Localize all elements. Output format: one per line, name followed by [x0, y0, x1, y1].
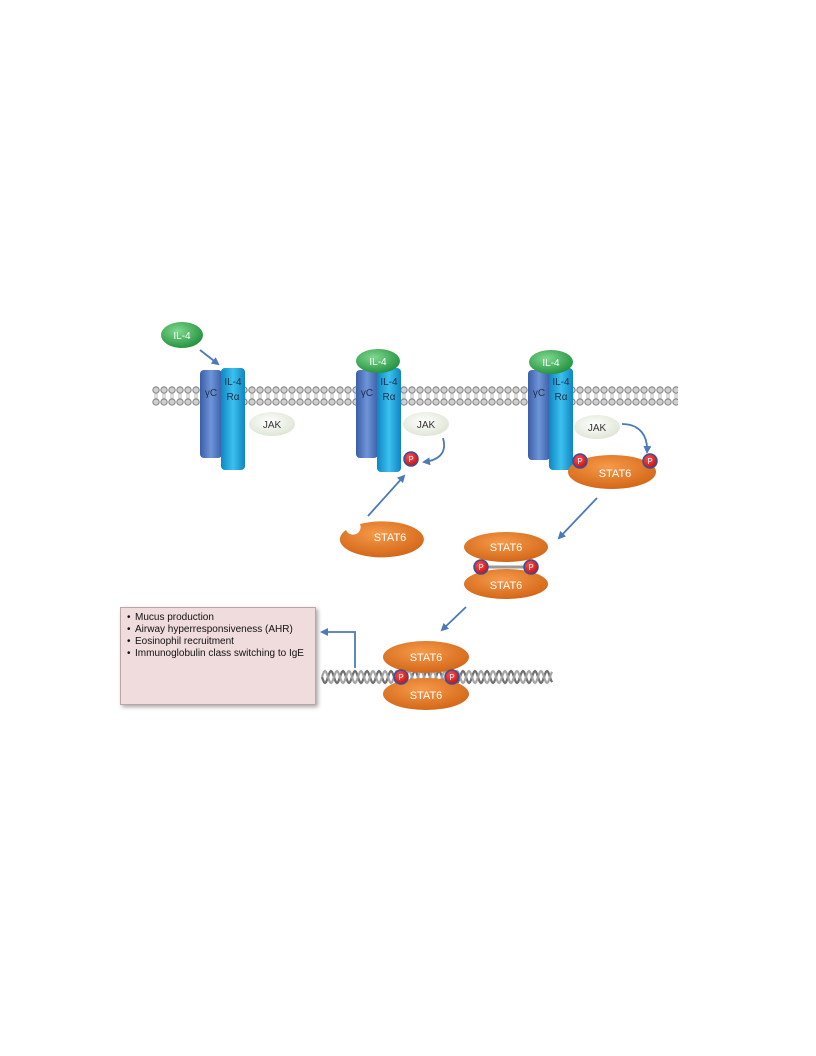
phospho-site — [444, 669, 460, 685]
phospho-label: P — [577, 457, 582, 466]
jak-label: JAK — [263, 420, 282, 431]
alpha-chain — [549, 368, 573, 470]
gamma-chain — [528, 370, 550, 460]
phospho-label: P — [408, 455, 413, 464]
receptor-complex-stat6-docked: γC IL-4 Rα IL-4 JAK STAT6 P P — [528, 350, 658, 489]
phospho-label: P — [528, 563, 533, 572]
jak-kinase — [249, 412, 295, 436]
stat6-monomer — [339, 521, 424, 558]
phospho-label: P — [647, 457, 652, 466]
phospho-site — [473, 559, 489, 575]
jak-label: JAK — [417, 420, 436, 431]
stat6-label: STAT6 — [599, 468, 632, 480]
outcome-item: Mucus production — [127, 612, 309, 624]
biological-outcomes-box: Mucus production Airway hyperresponsiven… — [120, 607, 316, 705]
phospho-site — [523, 559, 539, 575]
phosphorylation-arrow — [422, 437, 445, 466]
recruitment-arrow — [367, 474, 406, 517]
phospho-label: P — [478, 563, 483, 572]
alpha-chain-label-line1: IL-4 — [224, 377, 242, 388]
phospho-site — [403, 451, 419, 467]
phospho-label: P — [398, 673, 403, 682]
alpha-chain — [221, 368, 245, 470]
stat6-upper — [464, 532, 548, 562]
gamma-chain-label: γC — [533, 388, 545, 399]
receptor-complex-unbound: γC IL-4 Rα JAK IL-4 — [161, 322, 295, 470]
stat6-label: STAT6 — [490, 542, 523, 554]
gamma-chain-label: γC — [205, 388, 217, 399]
il4-ligand — [161, 322, 203, 348]
stat6-lower — [464, 569, 548, 599]
stat6-lower — [383, 678, 469, 710]
alpha-chain-label-line2: Rα — [554, 392, 567, 403]
il4-ligand — [529, 350, 573, 374]
alpha-chain-label-line1: IL-4 — [380, 377, 398, 388]
outcomes-list: Mucus production Airway hyperresponsiven… — [127, 612, 309, 660]
jak-label: JAK — [588, 423, 607, 434]
phospho-site — [572, 453, 588, 469]
outcome-item: Airway hyperresponsiveness (AHR) — [127, 624, 309, 636]
gamma-chain-label: γC — [361, 388, 373, 399]
stat6-label: STAT6 — [490, 580, 523, 592]
il4-label: IL-4 — [542, 358, 560, 369]
gamma-chain — [200, 370, 222, 458]
jak-kinase — [403, 412, 449, 436]
alpha-chain-label-line1: IL-4 — [552, 377, 570, 388]
il4-label: IL-4 — [173, 331, 191, 342]
alpha-chain-label-line2: Rα — [226, 392, 239, 403]
phosphorylation-arrow — [621, 423, 652, 454]
il4-ligand — [356, 349, 400, 373]
outcome-item: Eosinophil recruitment — [127, 636, 309, 648]
stat6-label: STAT6 — [410, 690, 443, 702]
stat6-dimer-dna-bound: STAT6 STAT6 P P — [383, 641, 469, 710]
jak-kinase — [574, 415, 620, 439]
stat6-upper — [383, 641, 469, 673]
release-arrow — [557, 497, 598, 540]
outcome-item: Immunoglobulin class switching to IgE — [127, 648, 309, 660]
stat6-dimer: STAT6 STAT6 P P — [464, 532, 548, 599]
stat6-label: STAT6 — [410, 652, 443, 664]
gene-expression-arrow — [320, 628, 356, 668]
nuclear-translocation-arrow — [440, 606, 467, 632]
gamma-chain — [356, 370, 378, 458]
alpha-chain — [377, 368, 401, 472]
alpha-chain-label-line2: Rα — [382, 392, 395, 403]
phospho-site — [393, 669, 409, 685]
phospho-site — [642, 453, 658, 469]
receptor-complex-bound: γC IL-4 Rα IL-4 JAK P STAT6 — [339, 349, 449, 558]
stat6-label: STAT6 — [374, 532, 407, 544]
stat6-docked — [568, 455, 656, 489]
il4-label: IL-4 — [369, 357, 387, 368]
phospho-label: P — [449, 673, 454, 682]
binding-arrow — [199, 349, 220, 366]
